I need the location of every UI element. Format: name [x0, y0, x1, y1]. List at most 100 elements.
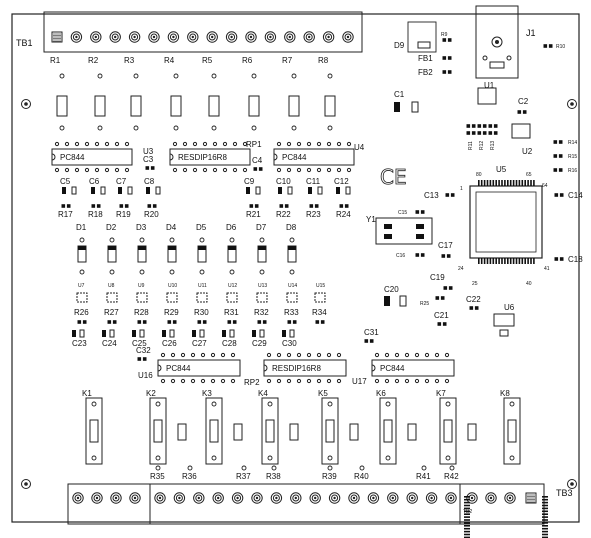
u5-pin [512, 180, 515, 186]
chip-u16-body [157, 359, 241, 377]
k-relay-coil [325, 419, 335, 443]
u5-pin [515, 258, 518, 264]
cap-mid-label: C27 [192, 339, 207, 348]
c20-body [384, 296, 390, 306]
c14-label: C14 [568, 191, 583, 200]
tb3-screws [72, 492, 537, 504]
r12-label: R12 [479, 141, 485, 150]
cap-top-body [278, 187, 282, 194]
cap-top-pad [155, 186, 161, 195]
u5-pin [542, 519, 548, 521]
j1-pin [491, 36, 503, 48]
u5-pin [464, 533, 470, 536]
c1-label: C1 [394, 90, 405, 99]
c17-label: C17 [438, 241, 453, 250]
relay-top-label: R8 [318, 56, 329, 65]
relay-top-label: R4 [164, 56, 175, 65]
tb1-screw [148, 31, 160, 43]
tb3-screw [193, 492, 205, 504]
ce-mark: CE [380, 165, 407, 189]
chip-u16-pin [190, 352, 196, 358]
chip-u17-pin [384, 378, 390, 384]
tb1-screw [264, 31, 277, 43]
r9-label: R9 [441, 32, 448, 38]
resistor-mid-label: R32 [254, 308, 269, 317]
u5-pin [464, 510, 470, 513]
chip-u4-pin [336, 167, 342, 173]
tb2-screw [504, 492, 516, 504]
cap-top-pad [100, 186, 106, 195]
k-relay-diode [467, 423, 477, 441]
tb3-screw [425, 492, 438, 504]
chip-rp1-pin [212, 141, 218, 147]
u5-pin [512, 258, 515, 264]
chip-rp1-pin [192, 167, 198, 173]
relay-top-body [324, 95, 336, 117]
diode-band [108, 246, 116, 250]
u5-pin [489, 180, 492, 186]
diode-band [288, 246, 296, 250]
u5-pin [542, 496, 548, 498]
u5-pin [509, 180, 512, 186]
u5-pin [489, 258, 492, 264]
resistor-mid-label: R33 [284, 308, 299, 317]
resistor-bottom-label: R36 [182, 472, 197, 481]
u2-label: U2 [522, 147, 533, 156]
tb3-screw [212, 492, 224, 504]
cap-top-body [336, 187, 340, 194]
relay-top-body [170, 95, 182, 117]
chip-u4-ref: U4 [354, 143, 365, 152]
tb3-label: TB3 [556, 488, 573, 498]
small-ic-body [286, 292, 298, 303]
u5-ic [464, 180, 548, 538]
chip-u4-pin [336, 141, 342, 147]
u5-pin [542, 516, 548, 518]
cap-mid-pad [289, 329, 295, 338]
tb3-screw [367, 492, 380, 504]
chip-u4-pin [306, 167, 312, 173]
j1-pad [482, 55, 488, 61]
k-relay-diode [233, 423, 243, 441]
relay-top-body [94, 95, 106, 117]
chip-u17-pin [424, 378, 430, 384]
chip-u16-pin [180, 352, 186, 358]
chip-rp1-pin [242, 141, 248, 147]
chip-u16-pin [170, 378, 176, 384]
chip-u17-pin [374, 352, 380, 358]
chip-u17-pin [404, 378, 410, 384]
cap-top-body [308, 187, 312, 194]
c3-label: C3 [143, 155, 154, 164]
u5-pin [507, 258, 509, 264]
y1-pad [384, 224, 392, 229]
u5-pin [521, 180, 524, 186]
tb1-screw [90, 31, 102, 43]
u5-pin [464, 507, 470, 510]
resistor-top-label: R17 [58, 210, 73, 219]
chip-u3-notch [51, 153, 56, 161]
relay-top-label: R7 [282, 56, 293, 65]
u5-pin [533, 180, 535, 186]
chip-rp2-pin [336, 352, 342, 358]
tb1-outline [43, 11, 363, 53]
fb1-label: FB1 [418, 54, 433, 63]
k-relay-coil [507, 419, 517, 443]
r25-label: R25 [420, 301, 429, 307]
chip-u16-ref: U16 [138, 371, 153, 380]
diode-band [168, 246, 176, 250]
c21-label: C21 [434, 311, 449, 320]
chip-u3-pin [114, 141, 120, 147]
resistor-bottom-label: R40 [354, 472, 369, 481]
small-ic-label: U14 [288, 283, 297, 289]
u5-pin [478, 258, 480, 264]
chip-rp2-pin [326, 352, 332, 358]
u5-pin [464, 525, 470, 527]
resistor-mid-label: R27 [104, 308, 119, 317]
chip-rp1-pin [192, 141, 198, 147]
u5-pin [509, 258, 512, 264]
cap-mid-pad [139, 329, 145, 338]
tb3-screw [231, 492, 244, 504]
